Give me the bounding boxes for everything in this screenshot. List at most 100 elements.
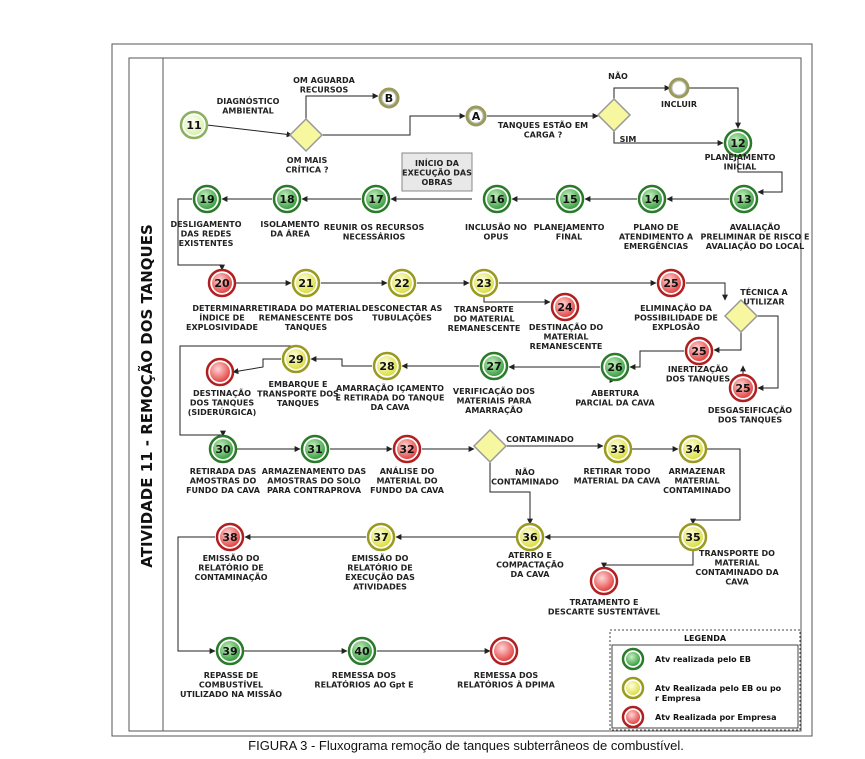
svg-text:UTILIZADO NA MISSÃO: UTILIZADO NA MISSÃO bbox=[180, 689, 282, 699]
svg-text:MATERIAL DA CAVA: MATERIAL DA CAVA bbox=[574, 477, 661, 486]
edge-21 bbox=[713, 332, 742, 353]
svg-text:REPASSE DE: REPASSE DE bbox=[204, 671, 258, 680]
svg-text:INERTIZAÇÃO: INERTIZAÇÃO bbox=[668, 364, 728, 374]
svg-text:31: 31 bbox=[307, 443, 322, 456]
svg-text:CRÍTICA ?: CRÍTICA ? bbox=[286, 164, 329, 175]
svg-text:12: 12 bbox=[730, 137, 745, 150]
svg-text:25: 25 bbox=[691, 345, 706, 358]
svg-text:AVALIAÇÃO DO LOCAL: AVALIAÇÃO DO LOCAL bbox=[706, 241, 804, 251]
svg-text:FINAL: FINAL bbox=[556, 233, 582, 242]
svg-text:REMANESCENTE: REMANESCENTE bbox=[448, 324, 521, 333]
svg-text:RELATÓRIOS AO Gpt E: RELATÓRIOS AO Gpt E bbox=[314, 679, 413, 690]
svg-text:TANQUES: TANQUES bbox=[277, 399, 319, 408]
svg-text:SIM: SIM bbox=[620, 135, 637, 144]
svg-text:29: 29 bbox=[288, 353, 303, 366]
svg-text:OBRAS: OBRAS bbox=[421, 178, 452, 187]
svg-text:26: 26 bbox=[607, 361, 623, 374]
svg-text:DOS TANQUES: DOS TANQUES bbox=[718, 416, 782, 425]
svg-text:MATERIAL DO: MATERIAL DO bbox=[376, 477, 437, 486]
svg-text:FUNDO DA CAVA: FUNDO DA CAVA bbox=[186, 486, 261, 495]
svg-text:Atv realizada pelo EB: Atv realizada pelo EB bbox=[655, 655, 751, 664]
outer-frame bbox=[111, 43, 813, 737]
svg-text:PLANEJAMENTO: PLANEJAMENTO bbox=[534, 223, 605, 232]
svg-text:21: 21 bbox=[298, 277, 313, 290]
edge-39 bbox=[489, 462, 533, 525]
svg-text:34: 34 bbox=[685, 443, 701, 456]
edge-22 bbox=[757, 315, 779, 391]
svg-text:AVALIAÇÃO: AVALIAÇÃO bbox=[730, 222, 781, 232]
svg-text:PARCIAL DA CAVA: PARCIAL DA CAVA bbox=[575, 399, 655, 408]
svg-text:35: 35 bbox=[685, 531, 700, 544]
svg-text:EXECUÇÃO DAS: EXECUÇÃO DAS bbox=[345, 572, 415, 582]
svg-text:OM MAIS: OM MAIS bbox=[287, 156, 328, 165]
svg-text:POSSIBILIDADE DE: POSSIBILIDADE DE bbox=[634, 314, 718, 323]
edge-1 bbox=[305, 93, 379, 119]
edge-6 bbox=[613, 131, 724, 146]
edge-0 bbox=[206, 124, 293, 138]
decision-d4: CONTAMINADO bbox=[472, 428, 574, 464]
edge-14 bbox=[177, 198, 225, 271]
svg-text:DO MATERIAL: DO MATERIAL bbox=[453, 315, 514, 324]
svg-text:ATERRO E: ATERRO E bbox=[508, 551, 552, 560]
svg-text:TUBULAÇÕES: TUBULAÇÕES bbox=[372, 312, 432, 323]
edge-5 bbox=[688, 87, 741, 129]
svg-text:EMISSÃO DO: EMISSÃO DO bbox=[352, 553, 409, 563]
svg-text:DESTINAÇÃO: DESTINAÇÃO bbox=[193, 388, 251, 398]
svg-text:TANQUES: TANQUES bbox=[285, 323, 327, 332]
svg-text:REMANESCENTE DOS: REMANESCENTE DOS bbox=[259, 314, 354, 323]
svg-text:EMBARQUE E: EMBARQUE E bbox=[269, 380, 328, 389]
svg-text:DESGASEIFICAÇÃO: DESGASEIFICAÇÃO bbox=[708, 405, 792, 415]
svg-text:EXPLOSÃO: EXPLOSÃO bbox=[652, 322, 700, 332]
svg-text:CAVA: CAVA bbox=[725, 578, 749, 587]
svg-text:Atv Realizada pelo EB ou po: Atv Realizada pelo EB ou po bbox=[655, 684, 782, 693]
svg-text:22: 22 bbox=[394, 277, 409, 290]
svg-text:AMARRAÇÃO: AMARRAÇÃO bbox=[465, 405, 523, 415]
svg-text:30: 30 bbox=[215, 443, 231, 456]
svg-text:ANÁLISE DO: ANÁLISE DO bbox=[380, 465, 435, 476]
side-title: ATIVIDADE 11 - REMOÇÃO DOS TANQUES bbox=[137, 224, 156, 567]
svg-text:DESLIGAMENTO: DESLIGAMENTO bbox=[170, 220, 241, 229]
svg-text:OPUS: OPUS bbox=[484, 233, 509, 242]
svg-text:DOS TANQUES: DOS TANQUES bbox=[190, 399, 254, 408]
svg-text:PARA CONTRAPROVA: PARA CONTRAPROVA bbox=[267, 486, 362, 495]
inner-frame bbox=[128, 57, 802, 732]
svg-text:EXISTENTES: EXISTENTES bbox=[179, 239, 234, 248]
svg-text:ABERTURA: ABERTURA bbox=[591, 389, 640, 398]
legend-item-red: Atv Realizada por Empresa bbox=[621, 705, 776, 729]
svg-text:DAS REDES: DAS REDES bbox=[181, 230, 232, 239]
svg-text:DA ÁREA: DA ÁREA bbox=[270, 228, 310, 239]
svg-text:ARMAZENAMENTO DAS: ARMAZENAMENTO DAS bbox=[262, 467, 367, 476]
svg-text:EMISSÃO DO: EMISSÃO DO bbox=[203, 553, 260, 563]
svg-text:MATERIAL: MATERIAL bbox=[715, 559, 760, 568]
legend-item-yellow: Atv Realizada pelo EB ou por Empresa bbox=[621, 676, 782, 703]
svg-text:EXECUÇÃO DAS: EXECUÇÃO DAS bbox=[402, 168, 472, 178]
svg-text:CONTAMINADO: CONTAMINADO bbox=[491, 478, 559, 487]
svg-text:ATENDIMENTO A: ATENDIMENTO A bbox=[619, 233, 694, 242]
svg-text:ARMAZENAR: ARMAZENAR bbox=[669, 467, 726, 476]
edge-23 bbox=[629, 350, 684, 370]
svg-text:AMOSTRAS DO SOLO: AMOSTRAS DO SOLO bbox=[267, 477, 361, 486]
